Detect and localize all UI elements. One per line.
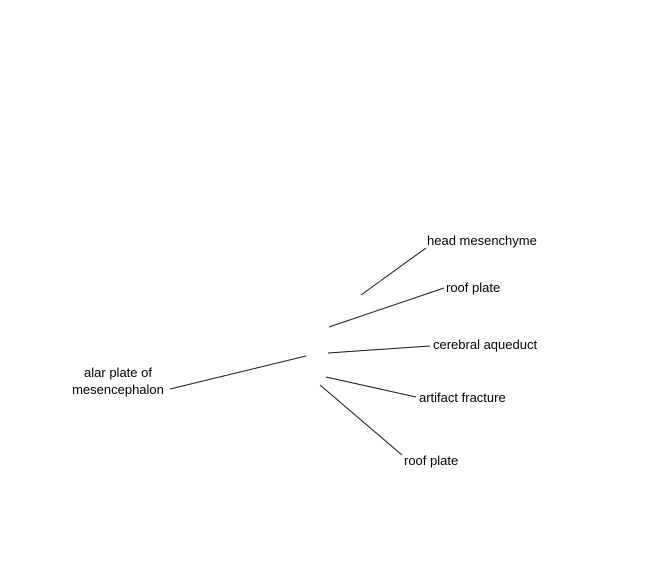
label-alar-plate-line1: alar plate of <box>84 365 152 380</box>
label-roof-plate-lower: roof plate <box>404 453 459 468</box>
label-head-mesenchyme: head mesenchyme <box>427 233 537 248</box>
label-alar-plate-of-mesencephalon: alar plate of mesencephalon <box>66 364 170 398</box>
label-cerebral-aqueduct: cerebral aqueduct <box>433 337 538 352</box>
leader-line-alar-plate <box>169 355 307 390</box>
label-alar-plate-line2: mesencephalon <box>72 382 164 397</box>
leader-line-cerebral-aqueduct <box>327 345 431 354</box>
label-artifact-fracture: artifact fracture <box>419 390 506 405</box>
label-roof-plate-upper: roof plate <box>446 280 501 295</box>
leader-line-roof-plate-upper <box>328 287 445 328</box>
leader-line-head-mesenchyme <box>360 247 427 296</box>
leader-line-roof-plate-lower <box>319 384 403 456</box>
leader-line-artifact-fracture <box>325 376 417 398</box>
